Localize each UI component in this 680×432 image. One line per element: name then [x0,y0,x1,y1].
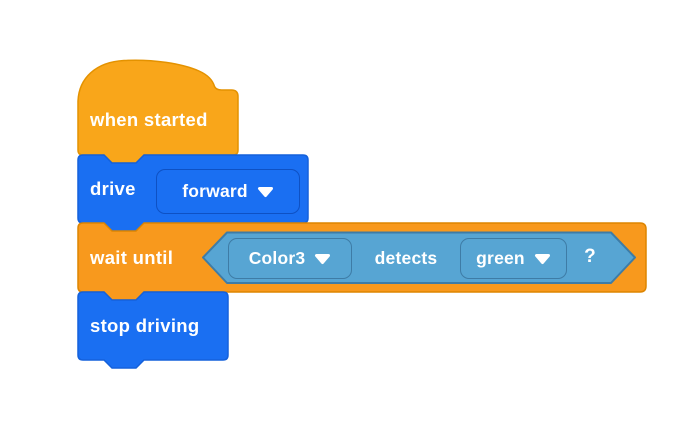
detects-label: detects [374,248,438,268]
dropdown-caret-icon [315,253,331,264]
drive-label: drive [90,178,136,199]
drive-direction-dropdown[interactable]: forward [156,169,300,214]
stop-driving-label: stop driving [90,315,200,336]
stop-driving-block[interactable] [77,291,229,369]
color-dropdown[interactable]: green [460,238,567,279]
wait-until-label: wait until [90,247,174,268]
drive-direction-value: forward [182,181,248,201]
question-mark-label: ? [584,246,596,267]
when-started-label: when started [90,109,208,130]
dropdown-caret-icon [534,253,550,264]
sensor-dropdown[interactable]: Color3 [228,238,352,279]
dropdown-caret-icon [257,186,273,197]
sensor-value: Color3 [248,248,306,268]
color-value: green [476,248,525,268]
